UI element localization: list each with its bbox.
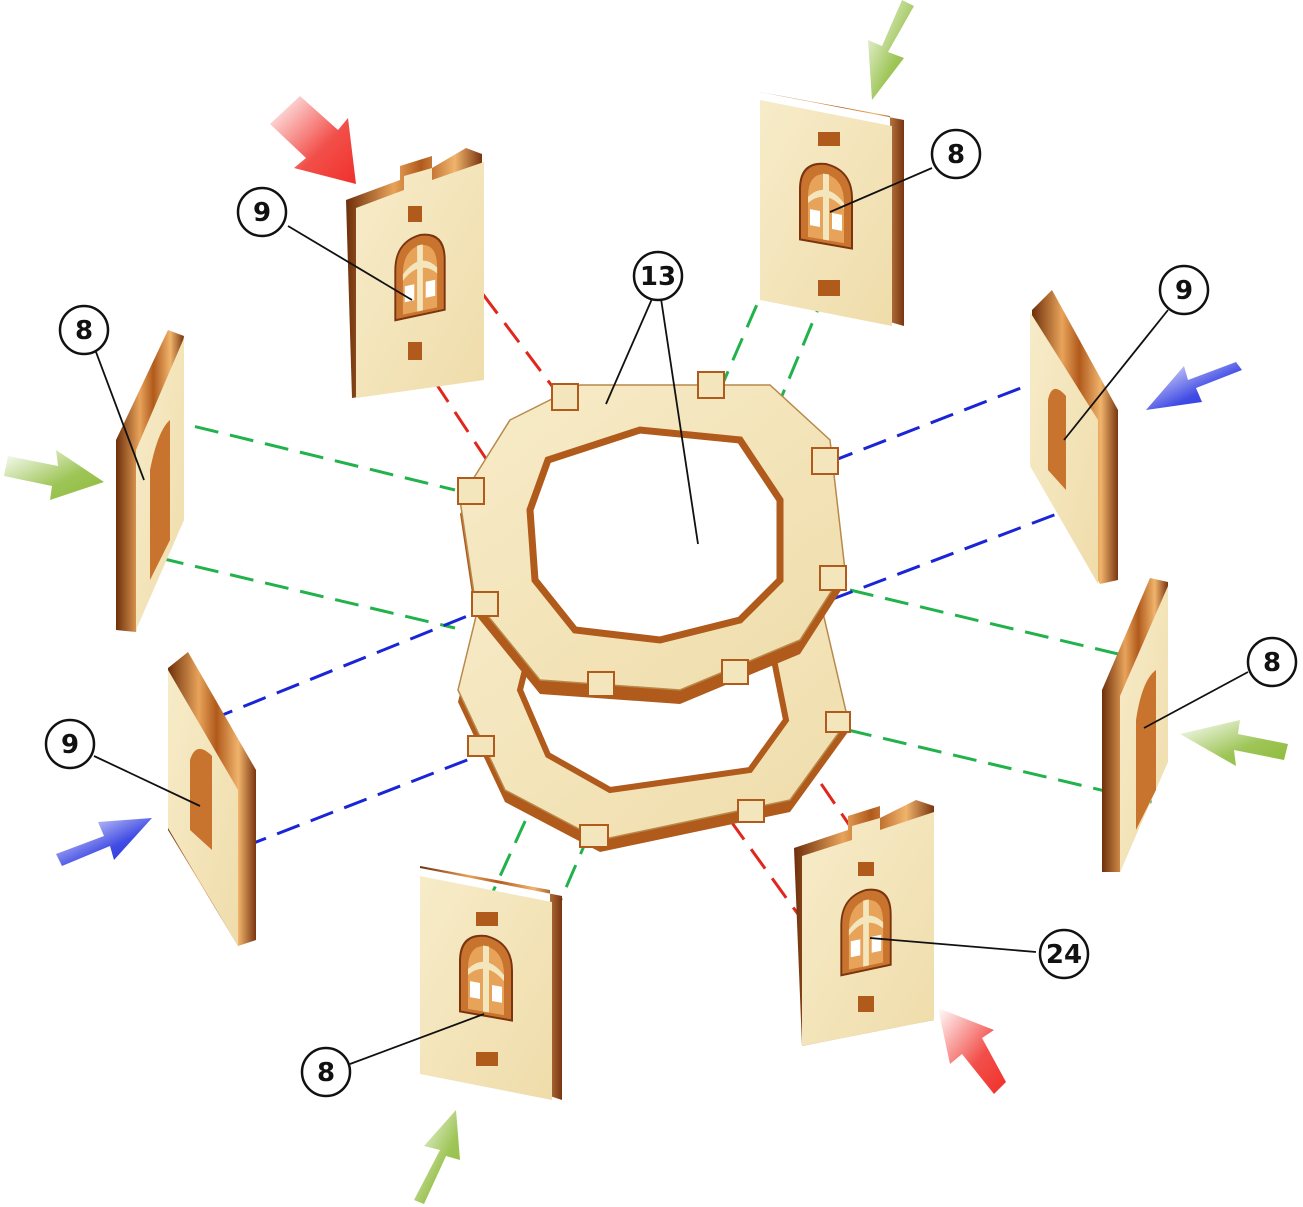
ring-upper <box>458 372 846 704</box>
arrow-blue-left <box>56 818 152 866</box>
callout-9-right: 9 <box>1160 266 1208 314</box>
svg-text:8: 8 <box>947 140 965 170</box>
callout-13-center: 13 <box>634 252 682 300</box>
callout-9-lower-left: 9 <box>46 720 94 768</box>
svg-text:8: 8 <box>75 316 93 346</box>
callout-8-top-right: 8 <box>932 130 980 178</box>
guide-blue-1 <box>830 372 1062 462</box>
panel-top-right <box>760 92 904 326</box>
callout-24-bottom-right: 24 <box>1040 930 1088 978</box>
callout-8-left: 8 <box>60 306 108 354</box>
guide-blue-3 <box>210 615 470 720</box>
panel-left <box>116 330 184 632</box>
callout-8-lower-right: 8 <box>1248 638 1296 686</box>
panel-bottom-right <box>794 800 934 1046</box>
arrow-green-bottom <box>414 1110 460 1204</box>
arrow-red-top <box>270 96 356 184</box>
arrow-green-top <box>868 0 914 100</box>
guide-green-3 <box>160 418 455 490</box>
arrow-red-bottom <box>938 1008 1006 1094</box>
panel-bottom <box>420 866 562 1100</box>
panel-lower-right <box>1102 578 1168 872</box>
guide-blue-2 <box>830 512 1062 600</box>
arrow-blue-right <box>1146 362 1242 410</box>
svg-text:24: 24 <box>1046 940 1082 970</box>
guide-green-5 <box>850 590 1160 664</box>
callout-8-bottom: 8 <box>302 1048 350 1096</box>
callout-9-top-left: 9 <box>238 188 286 236</box>
panel-right <box>1030 290 1118 584</box>
guide-green-4 <box>160 558 455 628</box>
arrow-green-right <box>1180 720 1288 766</box>
svg-text:13: 13 <box>640 262 676 292</box>
svg-text:9: 9 <box>61 730 79 760</box>
panel-lower-left <box>168 652 256 946</box>
svg-text:9: 9 <box>253 198 271 228</box>
svg-text:8: 8 <box>317 1058 335 1088</box>
svg-text:8: 8 <box>1263 648 1281 678</box>
svg-text:9: 9 <box>1175 276 1193 306</box>
arrow-green-left <box>4 450 104 500</box>
